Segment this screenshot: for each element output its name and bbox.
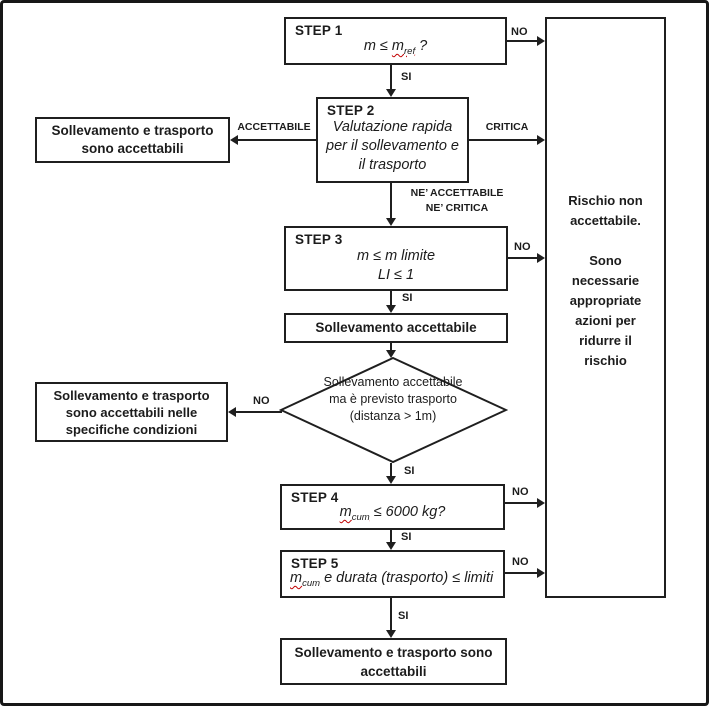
- final-accept-text: Sollevamento e trasporto sono accettabil…: [294, 644, 493, 679]
- arrowhead-right-icon: [537, 498, 545, 508]
- arrowhead-down-icon: [386, 305, 396, 313]
- arrowhead-down-icon: [386, 542, 396, 550]
- step5-title: STEP 5: [291, 556, 339, 571]
- lift-ok-box: Sollevamento accettabile: [284, 313, 508, 343]
- label-step2-accettabile: ACCETTABILE: [237, 121, 311, 133]
- arrowhead-right-icon: [537, 568, 545, 578]
- arrow-step1-no: [507, 40, 538, 42]
- label-step1-no: NO: [511, 26, 528, 38]
- decision-diamond-text: Sollevamento accettabile ma è previsto t…: [323, 375, 463, 423]
- step2-description: Valutazione rapida per il sollevamento e…: [326, 119, 459, 173]
- step2-box: STEP 2 Valutazione rapida per il solleva…: [316, 97, 469, 183]
- final-accept-box: Sollevamento e trasporto sono accettabil…: [280, 638, 507, 685]
- arrow-step4-si: [390, 530, 392, 542]
- step4-title: STEP 4: [291, 490, 339, 505]
- risk-text: Rischio non accettabile. Sono necessarie…: [558, 191, 654, 371]
- step5-box: STEP 5 mcum e durata (trasporto) ≤ limit…: [280, 550, 505, 598]
- label-step1-si: SI: [401, 71, 412, 83]
- accept-both-text: Sollevamento e trasporto sono accettabil…: [51, 123, 214, 156]
- arrowhead-down-icon: [386, 89, 396, 97]
- step1-title: STEP 1: [295, 23, 343, 38]
- step4-box: STEP 4 mcum ≤ 6000 kg?: [280, 484, 505, 530]
- accept-conditional-text: Sollevamento e trasporto sono accettabil…: [53, 387, 210, 437]
- step3-formula: m ≤ m limite LI ≤ 1: [356, 248, 436, 283]
- step1-formula: m ≤ mref ?: [363, 38, 428, 57]
- arrow-step3-si: [390, 291, 392, 305]
- label-step3-si: SI: [402, 292, 413, 304]
- arrowhead-right-icon: [537, 253, 545, 263]
- label-step2-critica: CRITICA: [485, 121, 529, 133]
- step3-title: STEP 3: [295, 232, 343, 247]
- step5-formula: mcum e durata (trasporto) ≤ limiti: [290, 570, 494, 589]
- arrowhead-right-icon: [537, 135, 545, 145]
- arrow-step5-si: [390, 598, 392, 630]
- arrowhead-down-icon: [386, 476, 396, 484]
- step3-box: STEP 3 m ≤ m limite LI ≤ 1: [284, 226, 508, 291]
- decision-diamond: [279, 356, 508, 464]
- step2-title: STEP 2: [327, 103, 375, 118]
- arrowhead-down-icon: [386, 218, 396, 226]
- arrow-step1-si: [390, 65, 392, 90]
- arrow-step2-neither: [390, 183, 392, 218]
- arrowhead-down-icon: [386, 350, 396, 358]
- arrow-step4-no: [505, 502, 537, 504]
- risk-paragraph-2: Sono necessarie appropriate azioni per r…: [569, 253, 642, 368]
- arrow-step2-critica: [469, 139, 537, 141]
- label-transport-si: SI: [404, 465, 415, 477]
- label-step4-si: SI: [401, 531, 412, 543]
- arrow-transport-si: [390, 463, 392, 476]
- lift-ok-text: Sollevamento accettabile: [315, 320, 477, 335]
- arrowhead-left-icon: [230, 135, 238, 145]
- arrowhead-down-icon: [386, 630, 396, 638]
- accept-both-box: Sollevamento e trasporto sono accettabil…: [35, 117, 230, 163]
- label-step5-no: NO: [512, 556, 529, 568]
- arrowhead-left-icon: [228, 407, 236, 417]
- arrow-liftok-diamond: [390, 343, 392, 351]
- label-step4-no: NO: [512, 486, 529, 498]
- risk-paragraph-1: Rischio non accettabile.: [568, 193, 643, 228]
- label-transport-no: NO: [253, 395, 270, 407]
- risk-box: Rischio non accettabile. Sono necessarie…: [545, 17, 666, 598]
- label-step2-neither: NE’ ACCETTABILE NE’ CRITICA: [410, 187, 504, 214]
- arrow-step2-accettabile: [238, 139, 316, 141]
- label-step5-si: SI: [398, 610, 409, 622]
- arrow-transport-no: [236, 411, 282, 413]
- arrow-step3-no: [508, 257, 537, 259]
- arrow-step5-no: [505, 572, 537, 574]
- step4-formula: mcum ≤ 6000 kg?: [339, 504, 446, 523]
- label-step3-no: NO: [514, 241, 531, 253]
- step1-box: STEP 1 m ≤ mref ?: [284, 17, 507, 65]
- accept-conditional-box: Sollevamento e trasporto sono accettabil…: [35, 382, 228, 442]
- arrowhead-right-icon: [537, 36, 545, 46]
